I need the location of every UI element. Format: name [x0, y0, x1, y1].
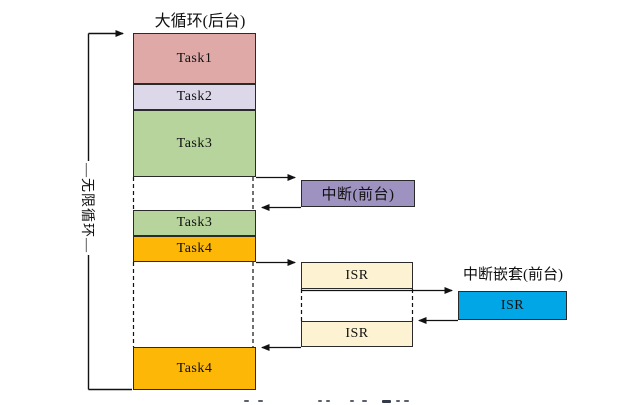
nested-interrupt-title: 中断嵌套(前台) — [463, 267, 563, 283]
caption-remnant — [404, 400, 409, 402]
caption-remnant — [244, 400, 249, 402]
caption-remnant — [362, 400, 367, 402]
task3-box: Task3 — [133, 110, 256, 177]
task3-resume-box: Task3 — [133, 210, 256, 236]
caption-remnant — [318, 400, 322, 402]
nested-isr-box: ISR — [458, 291, 567, 320]
task2-box: Task2 — [133, 84, 256, 110]
background-loop-title: 大循环(后台) — [154, 13, 246, 30]
interrupt-box: 中断(前台) — [301, 180, 415, 207]
task4-box: Task4 — [133, 236, 256, 262]
task4-resume-box: Task4 — [133, 347, 256, 390]
task1-box: Task1 — [133, 33, 256, 84]
isr-box-1: ISR — [301, 262, 413, 289]
caption-remnant — [326, 400, 330, 402]
infinite-loop-label: —无限循环— — [78, 161, 98, 255]
caption-remnant — [382, 400, 391, 403]
isr-box-2: ISR — [301, 321, 413, 347]
caption-remnant — [350, 400, 354, 402]
caption-remnant — [258, 400, 263, 402]
caption-remnant — [396, 400, 400, 402]
